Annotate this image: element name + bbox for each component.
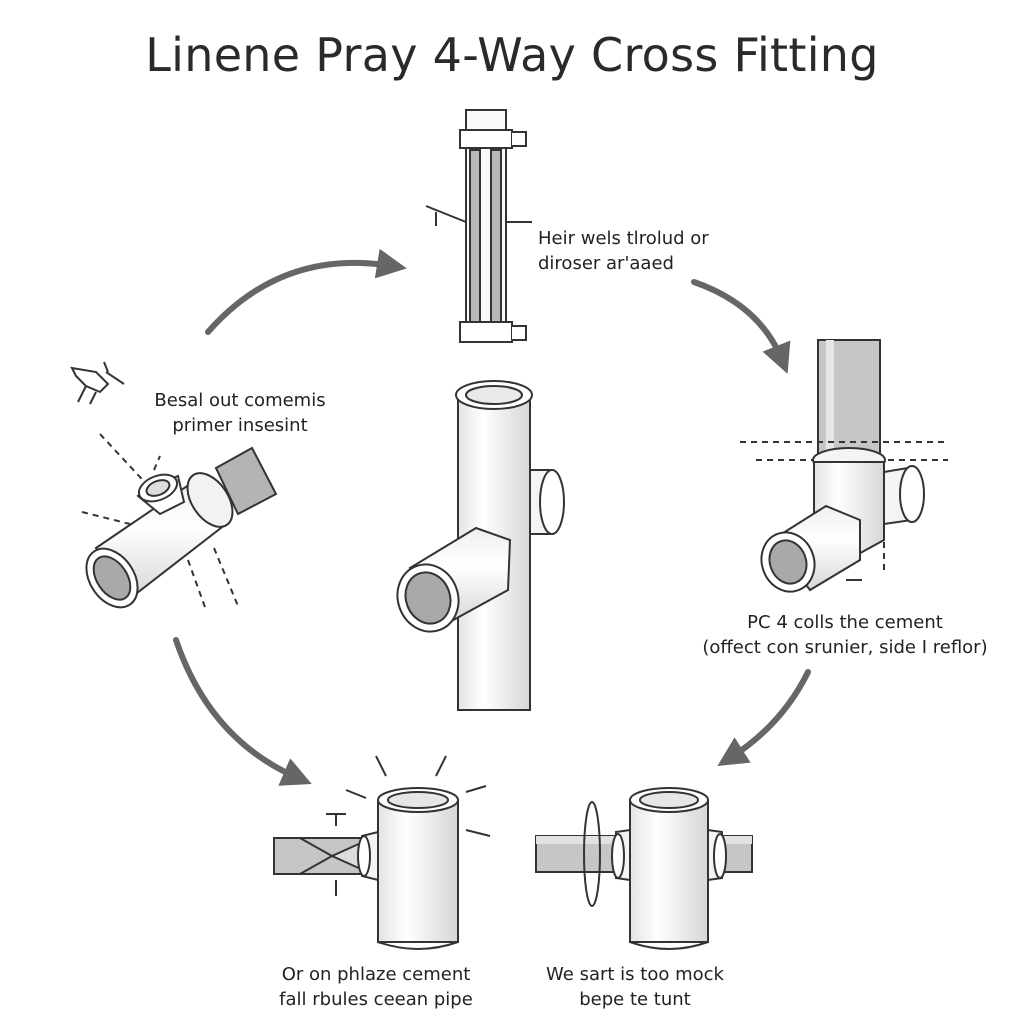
caption-top-line-2: diroser ar'aaed [538,253,674,274]
right-tee-illustration [740,339,948,593]
caption-left-step: Besal out comemis primer insesint [130,388,350,438]
caption-bottom-right-step: We sart is too mock bepe te tunt [520,962,750,1012]
caption-bottom-right-line-2: bepe te tunt [579,989,691,1010]
connector-icon [70,361,125,405]
caption-left-line-1: Besal out comemis [154,390,326,411]
caption-top-step: Heir wels tlrolud or diroser ar'aaed [538,226,709,276]
bottom-left-tee-illustration [273,755,491,950]
caption-right-step: PC 4 colls the cement (offect con srunie… [690,610,1000,660]
arrow-top-to-right [691,279,791,374]
center-tee-illustration [396,380,565,711]
caption-bottom-left-line-1: Or on phlaze cement [281,964,471,985]
caption-bottom-left-step: Or on phlaze cement fall rbules ceean pi… [256,962,496,1012]
top-pipe-illustration [425,109,532,343]
arrow-left-to-bottom [173,637,312,786]
caption-bottom-left-line-2: fall rbules ceean pipe [279,989,473,1010]
caption-left-line-2: primer insesint [172,415,308,436]
bottom-right-tee-illustration [535,787,753,950]
caption-right-line-1: PC 4 colls the cement [747,612,943,633]
caption-right-line-2: (offect con srunier, side I reflor) [702,637,988,658]
page-title: Linene Pray 4-Way Cross Fitting [145,28,879,82]
arrow-left-to-top [205,248,407,335]
left-tee-illustration [70,361,278,611]
caption-bottom-right-line-1: We sart is too mock [546,964,724,985]
arrow-right-to-bottom [717,669,811,767]
process-arrows [173,248,811,786]
caption-top-line-1: Heir wels tlrolud or [538,228,709,249]
